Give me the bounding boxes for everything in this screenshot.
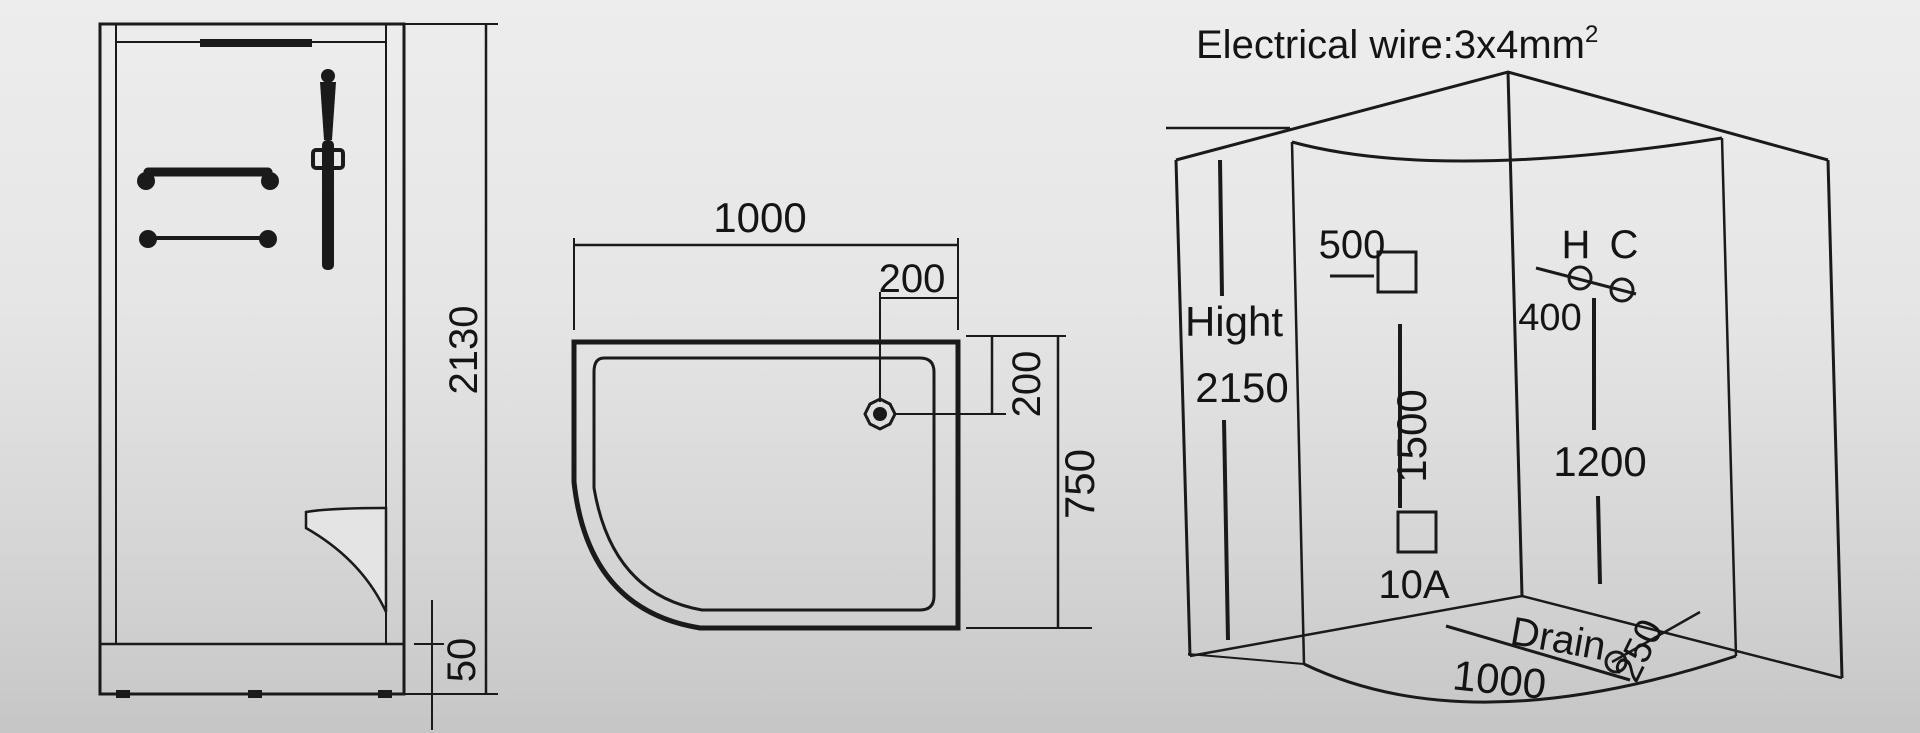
tray-inner <box>592 356 936 612</box>
label-height-value: 2150 <box>1195 364 1288 411</box>
cabin-roof-arc <box>1291 136 1723 163</box>
side-foot-left <box>116 690 130 698</box>
drain-point-icon <box>1604 650 1628 674</box>
tray-outer <box>571 339 961 631</box>
label-hot: H <box>1562 223 1591 267</box>
label-socket-width: 500 <box>1319 223 1386 267</box>
grab-bar-upper <box>137 167 279 190</box>
tray-width-dimension <box>573 238 959 330</box>
tap-connectors-icon <box>1535 265 1637 303</box>
cabin-floor-left-return <box>1187 653 1305 665</box>
label-tray-width: 1000 <box>713 194 806 241</box>
cabin-floor-arc <box>1303 654 1737 704</box>
label-drain-offset-y: 200 <box>1005 351 1049 418</box>
side-view: 2130 50 <box>98 22 498 730</box>
label-breaker: 10A <box>1378 563 1449 607</box>
label-base-height: 50 <box>440 638 484 683</box>
label-socket-height: 1500 <box>1388 389 1435 482</box>
socket-box-icon <box>1376 250 1418 294</box>
side-height-dimension <box>404 23 498 730</box>
height-dim-line-top <box>1218 159 1224 297</box>
side-foot-mid <box>248 690 262 698</box>
label-height: Hight <box>1185 298 1283 345</box>
side-seat <box>304 506 388 613</box>
grab-bar-lower <box>139 230 277 248</box>
label-total-height: 2130 <box>442 306 486 395</box>
drain-leader-line <box>1445 624 1631 682</box>
label-cold: C <box>1610 223 1639 267</box>
tray-depth-dimension <box>966 336 1092 629</box>
shower-head-icon <box>311 69 345 270</box>
label-tray-depth: 750 <box>1056 449 1103 519</box>
cabin-left-edge <box>1174 159 1192 657</box>
drain-offset-y-dimension <box>895 335 1066 415</box>
wire-spec-label: Electrical wire:3x4mm2 <box>1196 21 1598 67</box>
cabin-roof-edge <box>1175 70 1829 162</box>
drain-dim-line <box>1611 610 1701 664</box>
drain-offset-x-dimension <box>879 292 958 402</box>
side-foot-right <box>378 690 392 698</box>
tap-height-line-bottom <box>1596 495 1602 585</box>
height-dim-line-bottom <box>1222 419 1230 641</box>
side-top-light <box>200 39 312 47</box>
cabin-right-edge <box>1826 159 1844 679</box>
drain-icon <box>863 397 897 431</box>
breaker-box-icon <box>1396 510 1438 554</box>
cabin-floor-edge <box>1189 594 1843 680</box>
cabin-corner-edge <box>1506 71 1524 597</box>
cabin-front-left <box>1290 141 1306 665</box>
label-tap-height: 1200 <box>1553 438 1646 485</box>
label-drain-offset-x: 200 <box>879 257 946 301</box>
label-tap-spacing: 400 <box>1518 297 1581 339</box>
tray-plan-view: 1000 200 200 750 <box>571 194 1103 631</box>
label-width-value: 1000 <box>1451 651 1549 708</box>
cabin-front-right <box>1720 137 1738 657</box>
